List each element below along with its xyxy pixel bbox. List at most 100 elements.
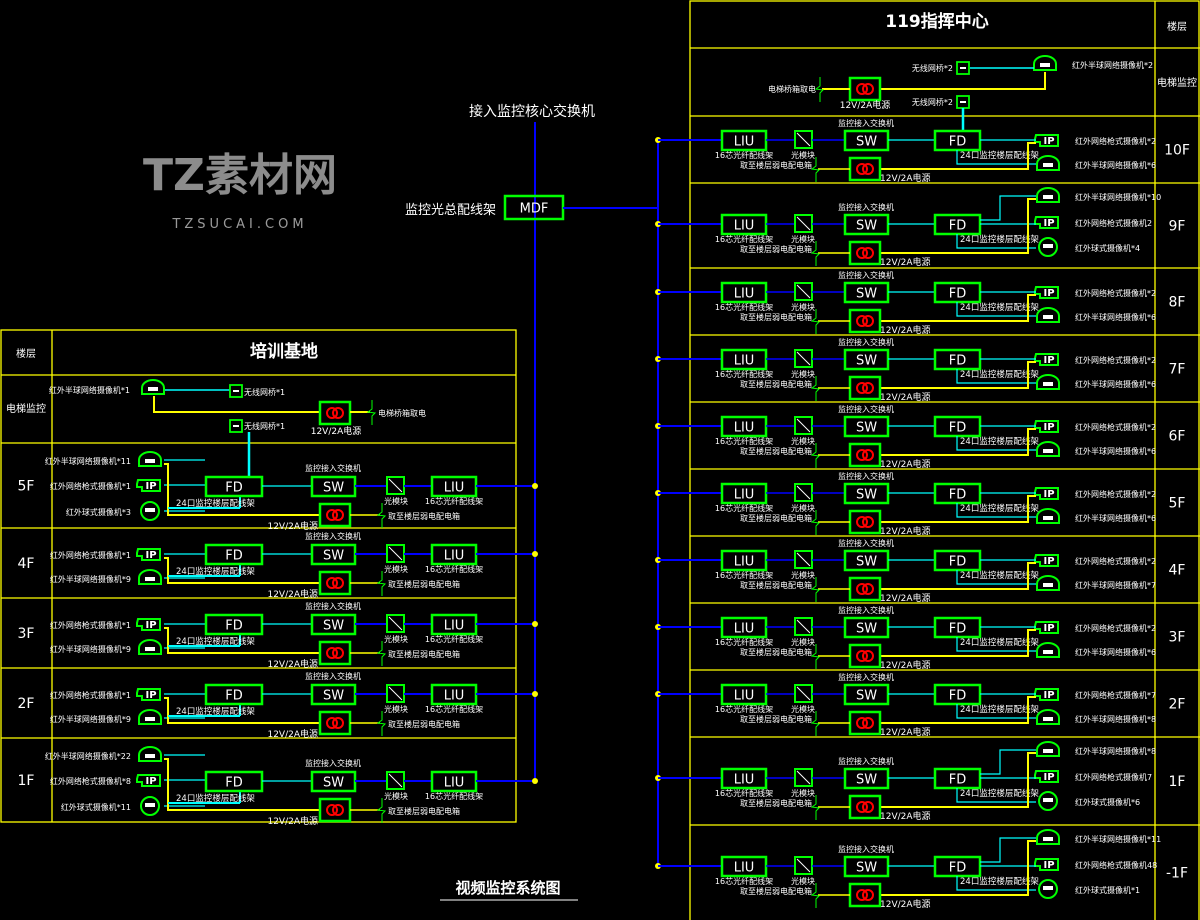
bullet-camera-icon[interactable]: IP (1034, 353, 1059, 366)
liu-box[interactable]: LIU (430, 613, 478, 636)
fd-box[interactable]: FD (933, 415, 982, 438)
ball-camera-icon[interactable] (1038, 791, 1058, 811)
fd-box[interactable]: FD (933, 855, 982, 878)
dome-camera-icon[interactable] (1033, 55, 1057, 71)
sw-box[interactable]: SW (843, 415, 890, 438)
bullet-camera-icon[interactable]: IP (1034, 688, 1059, 701)
optical-module[interactable] (386, 544, 405, 563)
dome-camera-icon[interactable] (1036, 187, 1060, 203)
sw-box[interactable]: SW (843, 482, 890, 505)
dome-camera-icon[interactable] (1036, 441, 1060, 457)
dome-camera-icon[interactable] (1036, 374, 1060, 390)
sw-box[interactable]: SW (310, 770, 357, 793)
sw-box[interactable]: SW (310, 613, 357, 636)
dome-camera-icon[interactable] (1036, 829, 1060, 845)
liu-box[interactable]: LIU (720, 129, 768, 152)
fd-box[interactable]: FD (204, 543, 264, 566)
optical-module[interactable] (794, 684, 813, 703)
optical-module[interactable] (794, 282, 813, 301)
power-supply[interactable] (848, 76, 882, 102)
sw-box[interactable]: SW (843, 549, 890, 572)
power-supply[interactable] (318, 400, 352, 426)
optical-module[interactable] (794, 617, 813, 636)
bullet-camera-icon[interactable]: IP (1034, 216, 1059, 229)
dome-camera-icon[interactable] (141, 379, 165, 395)
bullet-camera-icon[interactable]: IP (136, 548, 161, 561)
power-supply[interactable] (318, 640, 352, 666)
fd-box[interactable]: FD (933, 683, 982, 706)
liu-box[interactable]: LIU (720, 213, 768, 236)
fd-box[interactable]: FD (933, 213, 982, 236)
power-supply[interactable] (848, 442, 882, 468)
bullet-camera-icon[interactable]: IP (1034, 286, 1059, 299)
liu-box[interactable]: LIU (430, 475, 478, 498)
sw-box[interactable]: SW (310, 543, 357, 566)
power-supply[interactable] (848, 308, 882, 334)
sw-box[interactable]: SW (843, 683, 890, 706)
liu-box[interactable]: LIU (430, 543, 478, 566)
power-supply[interactable] (318, 570, 352, 596)
dome-camera-icon[interactable] (1036, 709, 1060, 725)
dome-camera-icon[interactable] (138, 639, 162, 655)
liu-box[interactable]: LIU (430, 770, 478, 793)
dome-camera-icon[interactable] (1036, 508, 1060, 524)
sw-box[interactable]: SW (843, 348, 890, 371)
bullet-camera-icon[interactable]: IP (1034, 770, 1059, 783)
bullet-camera-icon[interactable]: IP (1034, 858, 1059, 871)
liu-box[interactable]: LIU (720, 415, 768, 438)
power-supply[interactable] (848, 576, 882, 602)
bullet-camera-icon[interactable]: IP (1034, 554, 1059, 567)
power-supply[interactable] (848, 156, 882, 182)
power-supply[interactable] (848, 882, 882, 908)
sw-box[interactable]: SW (843, 129, 890, 152)
fd-box[interactable]: FD (933, 616, 982, 639)
optical-module[interactable] (794, 349, 813, 368)
liu-box[interactable]: LIU (720, 348, 768, 371)
power-supply[interactable] (848, 375, 882, 401)
power-supply[interactable] (318, 502, 352, 528)
fd-box[interactable]: FD (204, 683, 264, 706)
bullet-camera-icon[interactable]: IP (1034, 621, 1059, 634)
bullet-camera-icon[interactable]: IP (1034, 487, 1059, 500)
fd-box[interactable]: FD (204, 613, 264, 636)
dome-camera-icon[interactable] (138, 451, 162, 467)
power-supply[interactable] (318, 797, 352, 823)
dome-camera-icon[interactable] (1036, 307, 1060, 323)
power-supply[interactable] (318, 710, 352, 736)
liu-box[interactable]: LIU (720, 549, 768, 572)
fd-box[interactable]: FD (933, 767, 982, 790)
sw-box[interactable]: SW (843, 281, 890, 304)
fd-box[interactable]: FD (933, 348, 982, 371)
power-supply[interactable] (848, 794, 882, 820)
power-supply[interactable] (848, 710, 882, 736)
optical-module[interactable] (794, 550, 813, 569)
dome-camera-icon[interactable] (1036, 642, 1060, 658)
liu-box[interactable]: LIU (720, 855, 768, 878)
optical-module[interactable] (386, 614, 405, 633)
sw-box[interactable]: SW (843, 213, 890, 236)
optical-module[interactable] (794, 483, 813, 502)
optical-module[interactable] (386, 684, 405, 703)
liu-box[interactable]: LIU (720, 616, 768, 639)
power-supply[interactable] (848, 509, 882, 535)
optical-module[interactable] (794, 856, 813, 875)
bullet-camera-icon[interactable]: IP (136, 774, 161, 787)
fd-box[interactable]: FD (204, 475, 264, 498)
optical-module[interactable] (386, 476, 405, 495)
dome-camera-icon[interactable] (1036, 155, 1060, 171)
fd-box[interactable]: FD (933, 549, 982, 572)
dome-camera-icon[interactable] (1036, 741, 1060, 757)
sw-box[interactable]: SW (310, 683, 357, 706)
bullet-camera-icon[interactable]: IP (1034, 134, 1059, 147)
dome-camera-icon[interactable] (1036, 575, 1060, 591)
bullet-camera-icon[interactable]: IP (136, 688, 161, 701)
liu-box[interactable]: LIU (720, 281, 768, 304)
optical-module[interactable] (386, 771, 405, 790)
sw-box[interactable]: SW (843, 767, 890, 790)
bullet-camera-icon[interactable]: IP (1034, 420, 1059, 433)
optical-module[interactable] (794, 416, 813, 435)
optical-module[interactable] (794, 768, 813, 787)
sw-box[interactable]: SW (843, 616, 890, 639)
ball-camera-icon[interactable] (1038, 879, 1058, 899)
liu-box[interactable]: LIU (430, 683, 478, 706)
